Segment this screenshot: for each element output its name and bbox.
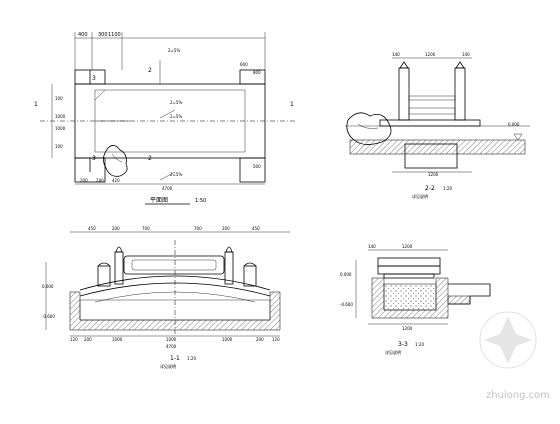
plan-note-4: 2=5%	[170, 172, 182, 177]
plan-dim-top-3: 1100	[108, 32, 121, 38]
plan-dim-bottom-3: 420	[112, 178, 120, 183]
s33-left-elev-1: 0.000	[340, 272, 352, 277]
plan-note-2: 2=5%	[170, 100, 182, 105]
plan-dim-top-2: 300	[98, 32, 108, 38]
plan-dim-left-2: 1000	[55, 114, 66, 119]
s22-dim-top-3: 140	[462, 52, 470, 57]
plan-dim-left-3: 1000	[55, 126, 66, 131]
s33-note: 详见说明	[385, 349, 401, 355]
plan-note-3: 2=5%	[170, 114, 182, 119]
s11-dim-top-2: 200	[112, 226, 120, 231]
plan-scale: 1:50	[195, 198, 206, 204]
plan-section-mark-2: 2	[148, 155, 152, 162]
plan-right-label-3: 500	[253, 164, 261, 169]
s11-dim-bottom-6: 200	[256, 337, 264, 342]
s22-title: 2-2	[425, 185, 435, 192]
watermark: zhulong.com	[479, 311, 550, 401]
watermark-domain: zhulong.com	[486, 390, 550, 401]
s33-title: 3-3	[398, 341, 408, 348]
s11-dim-top-6: 450	[252, 226, 260, 231]
section-3-3: 140 1200 0.000 -0.600 1200 3-3 1:20 详见说明	[340, 244, 491, 355]
s11-dim-top-3: 700	[142, 226, 150, 231]
plan-overall-bottom: 4700	[162, 186, 173, 191]
plan-section-mark-3: 3	[92, 75, 96, 82]
plan-dim-top-1: 400	[78, 32, 88, 38]
s22-elev-1: 0.000	[508, 122, 520, 127]
s11-title: 1-1	[170, 355, 180, 362]
s33-left-elev-2: -0.600	[340, 302, 353, 307]
s33-dim-top-1: 140	[368, 244, 376, 249]
s22-scale: 1:20	[443, 186, 452, 191]
plan-dim-left-1: 100	[55, 96, 63, 101]
s33-dim-bottom-1: 1200	[402, 326, 413, 331]
plan-dim-bottom-1: 200	[80, 178, 88, 183]
watermark-logo-icon	[479, 311, 537, 369]
s11-dim-top-5: 200	[222, 226, 230, 231]
s11-note: 详见说明	[160, 363, 176, 369]
s22-note: 详见说明	[412, 193, 428, 199]
plan-dim-left-4: 100	[55, 144, 63, 149]
s22-dim-top-1: 140	[392, 52, 400, 57]
s11-dim-bottom-2: 200	[84, 337, 92, 342]
s11-left-elev-1: 0.000	[42, 284, 54, 289]
s11-dim-bottom-1: 120	[70, 337, 78, 342]
s11-dim-bottom-7: 120	[272, 337, 280, 342]
plan-view: 400 300 1100 1 1 2 2 3 3 2=5% 2=5% 2=5% …	[34, 32, 295, 205]
plan-section-mark-1b: 1	[290, 101, 294, 108]
s11-dim-bottom-5: 1000	[222, 337, 233, 342]
plan-section-mark-1: 1	[34, 101, 38, 108]
plan-dim-bottom-2: 240	[96, 178, 104, 183]
plan-section-mark-2b: 2	[148, 67, 152, 74]
s11-dim-top-4: 700	[194, 226, 202, 231]
s22-dim-bottom-1: 1200	[428, 172, 439, 177]
s22-dim-top-2: 1200	[425, 52, 436, 57]
s11-scale: 1:20	[187, 356, 196, 361]
s11-left-elev-2: -0.600	[42, 314, 55, 319]
s11-dim-bottom-4: 1000	[166, 337, 177, 342]
s33-scale: 1:20	[415, 342, 424, 347]
s11-dim-bottom-3: 1000	[112, 337, 123, 342]
section-1-1: 450 200 700 700 200 450 0.000 -0.600 120	[42, 226, 290, 369]
s11-dim-top-1: 450	[88, 226, 96, 231]
plan-right-label-2: 800	[253, 70, 261, 75]
section-2-2: 140 1200 140 0.000 1200 2-2 1:20 详见说明	[345, 52, 530, 199]
s33-dim-top-2: 1200	[402, 244, 413, 249]
plan-section-mark-3b: 3	[92, 155, 96, 162]
s11-overall-bottom: 4700	[166, 344, 177, 349]
plan-title: 平面图	[150, 197, 168, 204]
plan-note-1: 2=5%	[168, 48, 180, 53]
plan-right-label-1: 600	[240, 62, 248, 67]
